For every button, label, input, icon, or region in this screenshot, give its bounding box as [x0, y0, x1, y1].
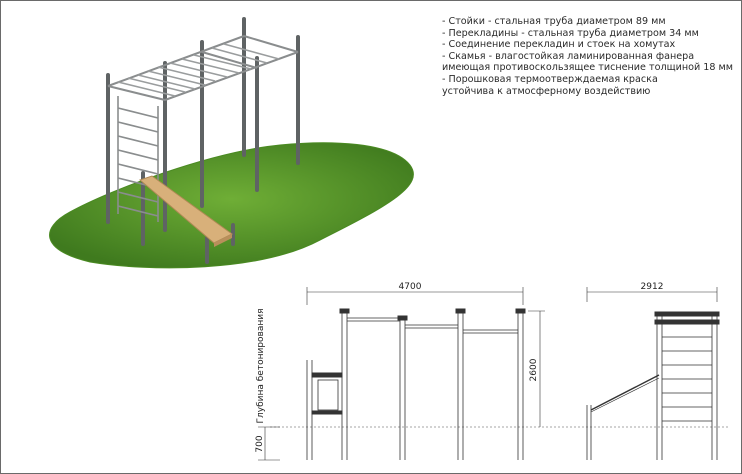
spec-line: - Стойки - стальная труба диаметром 89 м…	[442, 16, 666, 27]
spec-line: - Скамья - влагостойкая ламинированная ф…	[442, 50, 695, 62]
dimension-depth: 700	[255, 435, 265, 452]
front-dimensions	[258, 287, 545, 461]
side-view	[586, 311, 720, 460]
side-dimensions	[586, 287, 718, 302]
bench-edge	[214, 234, 232, 247]
monkey-bar-rungs	[117, 43, 280, 97]
dimension-width-side: 2912	[641, 282, 664, 292]
spec-line: - Перекладины - стальная труба диаметром…	[442, 27, 699, 39]
wall-bars	[117, 96, 159, 222]
concrete-depth-label: Глубина бетонирования	[256, 309, 266, 424]
specifications-list: - Стойки - стальная труба диаметром 89 м…	[442, 16, 738, 97]
spec-line: устойчива к атмосферному воздействию	[442, 85, 651, 97]
spec-line: - Порошковая термоотверждаемая краска	[442, 73, 658, 85]
grass-pad	[49, 142, 414, 269]
dimension-width-front: 4700	[399, 282, 422, 292]
spec-line: - Соединение перекладин и стоек на хомут…	[442, 39, 676, 51]
dimension-height: 2600	[529, 358, 539, 381]
front-view	[306, 308, 526, 460]
spec-line: имеющая противоскользящее тиснение толщи…	[442, 62, 734, 74]
top-bars	[107, 35, 299, 101]
